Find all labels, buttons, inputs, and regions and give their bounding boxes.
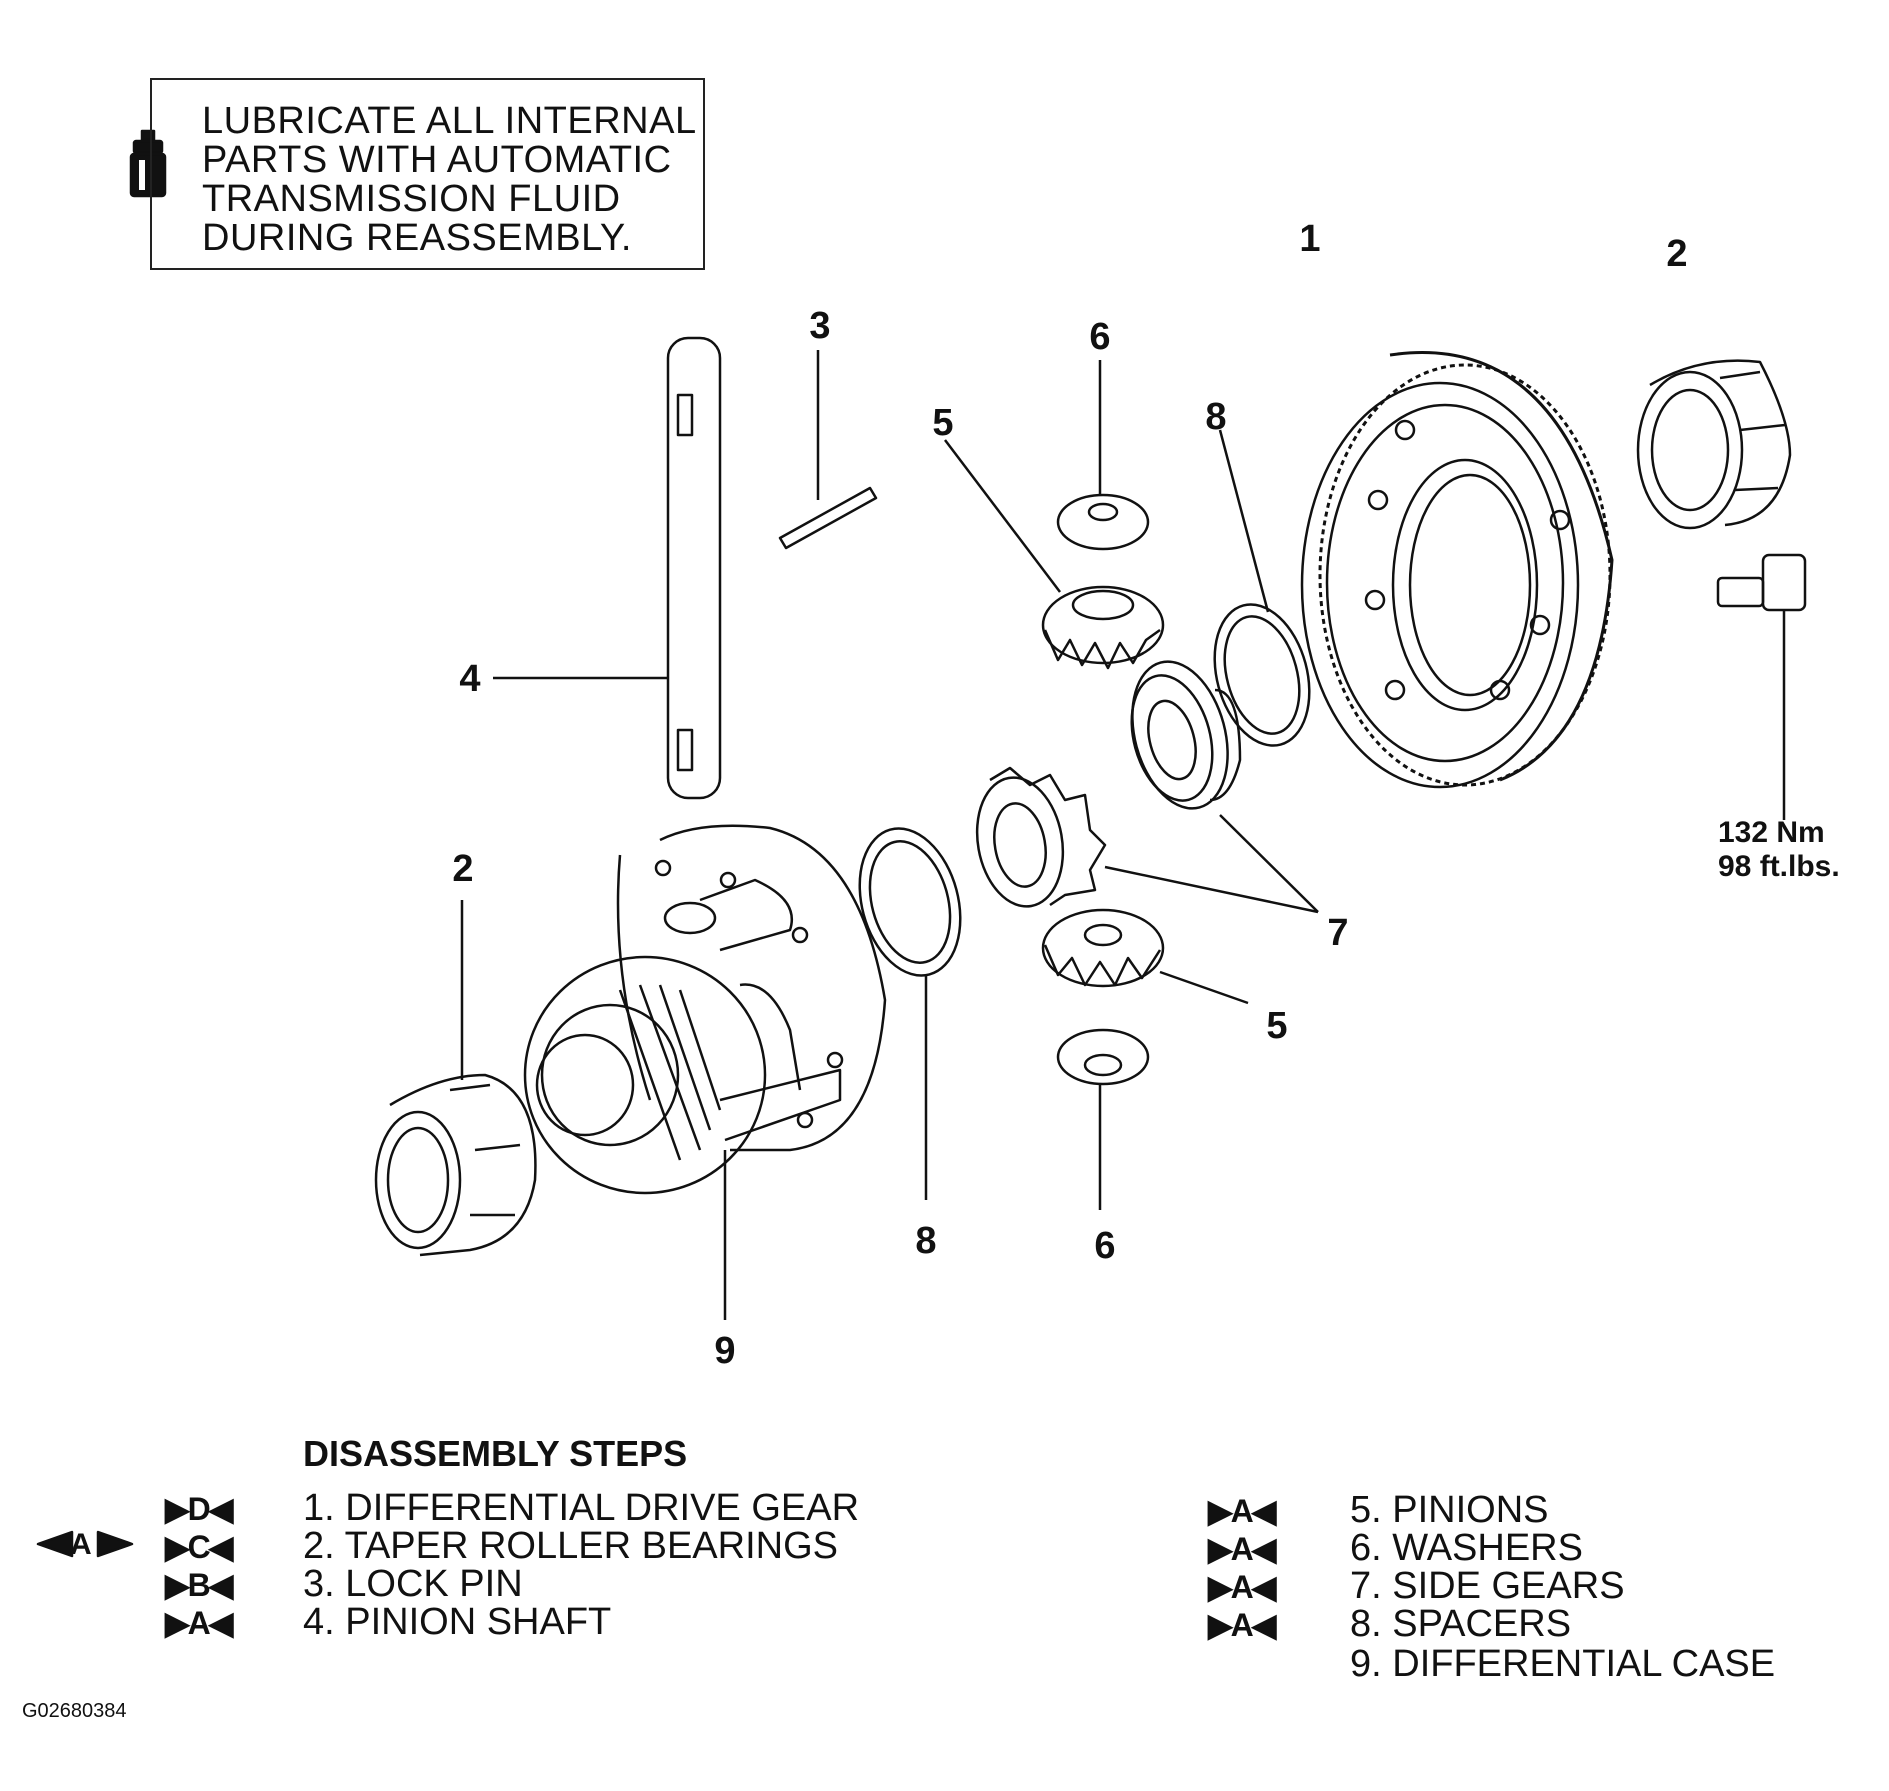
- differential-drive-gear: [1300, 351, 1614, 789]
- spacer-top: [1213, 429, 1311, 747]
- step-1: 1. DIFFERENTIAL DRIVE GEAR: [303, 1487, 860, 1529]
- note-line-3: TRANSMISSION FLUID: [202, 178, 621, 220]
- washer-top: [1056, 360, 1150, 551]
- callout-bearing-right: 2: [1666, 233, 1688, 275]
- gear-bolt: [1716, 553, 1807, 820]
- pinion-shaft: [493, 336, 722, 800]
- side-gear-upper: [1130, 660, 1319, 913]
- taper-roller-bearing-right: [1636, 359, 1792, 530]
- step-3: 3. LOCK PIN: [303, 1563, 523, 1605]
- step-badge-5: ▶A◀: [1208, 1493, 1276, 1529]
- step-2: 2. TAPER ROLLER BEARINGS: [303, 1525, 838, 1567]
- figure-code: G02680384: [22, 1700, 127, 1722]
- callout-side-gears: 7: [1327, 912, 1349, 954]
- step-badge-2: ▶C◀: [165, 1529, 233, 1565]
- pinion-top: [944, 439, 1165, 670]
- lubrication-note-box: [150, 78, 705, 270]
- reassembly-marker-arrows: [36, 1530, 134, 1558]
- lock-pin: [778, 350, 878, 550]
- side-gear-lower: [975, 766, 1319, 914]
- reassembly-marker-letter: A: [70, 1528, 92, 1561]
- step-badge-1: ▶D◀: [165, 1491, 233, 1527]
- step-4: 4. PINION SHAFT: [303, 1601, 612, 1643]
- step-7: 7. SIDE GEARS: [1350, 1565, 1625, 1607]
- step-badge-4: ▶A◀: [165, 1605, 233, 1641]
- step-5: 5. PINIONS: [1350, 1489, 1549, 1531]
- callout-pinion-shaft: 4: [459, 658, 481, 700]
- step-badge-8: ▶A◀: [1208, 1607, 1276, 1643]
- torque-ftlbs: 98 ft.lbs.: [1718, 850, 1840, 883]
- step-badge-3: ▶B◀: [165, 1567, 233, 1603]
- note-line-1: LUBRICATE ALL INTERNAL: [202, 100, 697, 142]
- pinion-bottom: [1041, 908, 1249, 1005]
- callout-spacer-bottom: 8: [915, 1220, 937, 1262]
- spacer-bottom: [858, 827, 962, 1200]
- step-badge-6: ▶A◀: [1208, 1531, 1276, 1567]
- callout-washer-bottom: 6: [1094, 1225, 1116, 1267]
- step-9: 9. DIFFERENTIAL CASE: [1350, 1643, 1776, 1685]
- callout-pinion-bottom: 5: [1266, 1005, 1288, 1047]
- differential-case: [523, 824, 887, 1320]
- taper-roller-bearing-left: [374, 900, 537, 1257]
- note-line-4: DURING REASSEMBLY.: [202, 217, 632, 259]
- callout-spacer-top: 8: [1205, 396, 1227, 438]
- oil-bottle-icon: [129, 129, 167, 198]
- step-8: 8. SPACERS: [1350, 1603, 1572, 1645]
- callout-bearing-left: 2: [452, 848, 474, 890]
- step-badge-7: ▶A◀: [1208, 1569, 1276, 1605]
- washer-bottom: [1056, 1028, 1150, 1210]
- callout-pinion-top: 5: [932, 402, 954, 444]
- step-6: 6. WASHERS: [1350, 1527, 1583, 1569]
- callout-drive-gear: 1: [1299, 218, 1321, 260]
- callout-washer-top: 6: [1089, 316, 1111, 358]
- disassembly-steps-title: DISASSEMBLY STEPS: [303, 1433, 688, 1474]
- torque-nm: 132 Nm: [1718, 816, 1825, 849]
- reassembly-marker-label: A: [70, 1528, 92, 1562]
- callout-lock-pin: 3: [809, 305, 831, 347]
- note-line-2: PARTS WITH AUTOMATIC: [202, 139, 672, 181]
- callout-case: 9: [714, 1330, 736, 1372]
